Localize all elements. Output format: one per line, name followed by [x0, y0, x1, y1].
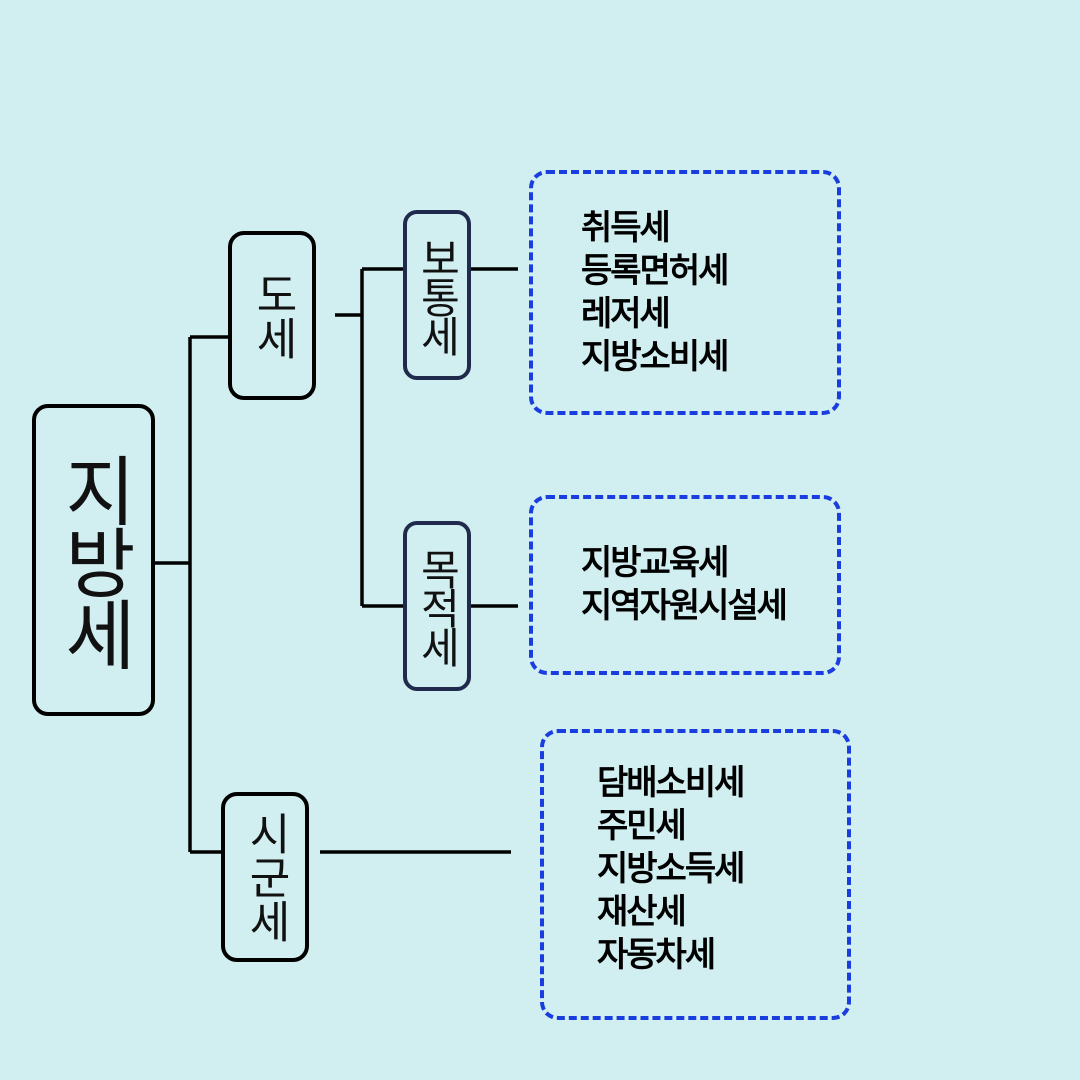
node-dose: 도세	[228, 231, 316, 400]
list-item: 레저세	[581, 293, 671, 334]
node-botongse: 보통세	[403, 210, 471, 380]
list-item: 재산세	[597, 892, 687, 932]
list-item: 지방소비세	[581, 336, 729, 377]
list-item: 자동차세	[597, 935, 716, 975]
root-label: 지방세	[49, 452, 139, 668]
sigunse-tax-list: 담배소비세 주민세 지방소득세 재산세 자동차세	[540, 729, 851, 1020]
botongse-tax-list: 취득세 등록면허세 레저세 지방소비세	[529, 170, 841, 415]
mokjeokse-tax-list: 지방교육세 지역자원시설세	[529, 495, 841, 675]
list-item: 지방교육세	[581, 543, 729, 583]
root-node: 지방세	[32, 404, 155, 716]
botongse-label: 보통세	[413, 236, 462, 354]
list-item: 주민세	[597, 806, 687, 846]
mokjeokse-label: 목적세	[413, 547, 462, 665]
list-item: 등록면허세	[581, 250, 729, 291]
list-item: 취득세	[581, 207, 671, 248]
list-item: 지역자원시설세	[581, 586, 788, 626]
dose-label: 도세	[247, 271, 298, 360]
node-sigunse: 시군세	[221, 792, 309, 962]
node-mokjeokse: 목적세	[403, 521, 471, 691]
list-item: 담배소비세	[597, 763, 745, 803]
sigunse-label: 시군세	[240, 811, 291, 943]
list-item: 지방소득세	[597, 849, 745, 889]
